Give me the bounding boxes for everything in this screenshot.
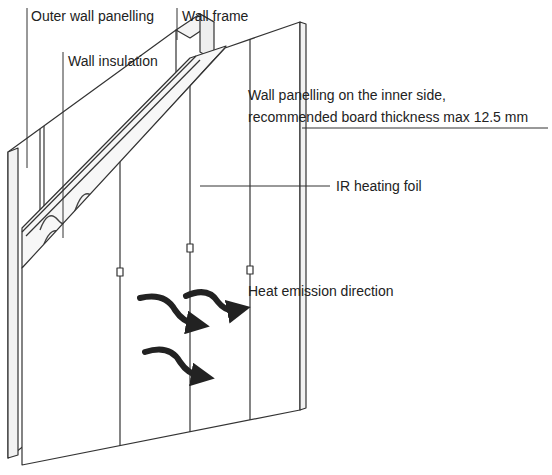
heat-arrow: [145, 350, 200, 376]
leader-line: [302, 128, 548, 129]
heat-arrow: [186, 292, 236, 310]
leader-line: [63, 52, 64, 238]
leader-line: [200, 186, 330, 187]
board-seam: [119, 162, 120, 446]
part-label: Wall panelling on the inner side, recomm…: [248, 84, 538, 128]
clip: [247, 266, 253, 274]
part-label: Outer wall panelling: [31, 5, 154, 27]
clip: [187, 244, 193, 252]
leader-line: [177, 8, 178, 40]
board-seam: [189, 86, 190, 432]
outer-panel-edge: [8, 148, 18, 458]
clip: [117, 268, 123, 276]
part-label: Heat emission direction: [248, 280, 394, 302]
heat-arrow: [140, 297, 195, 325]
part-label: IR heating foil: [336, 175, 422, 197]
part-label: Wall frame: [182, 5, 248, 27]
inner-panel-edge: [300, 22, 306, 410]
part-label: Wall insulation: [68, 50, 158, 72]
leader-line: [27, 8, 28, 168]
